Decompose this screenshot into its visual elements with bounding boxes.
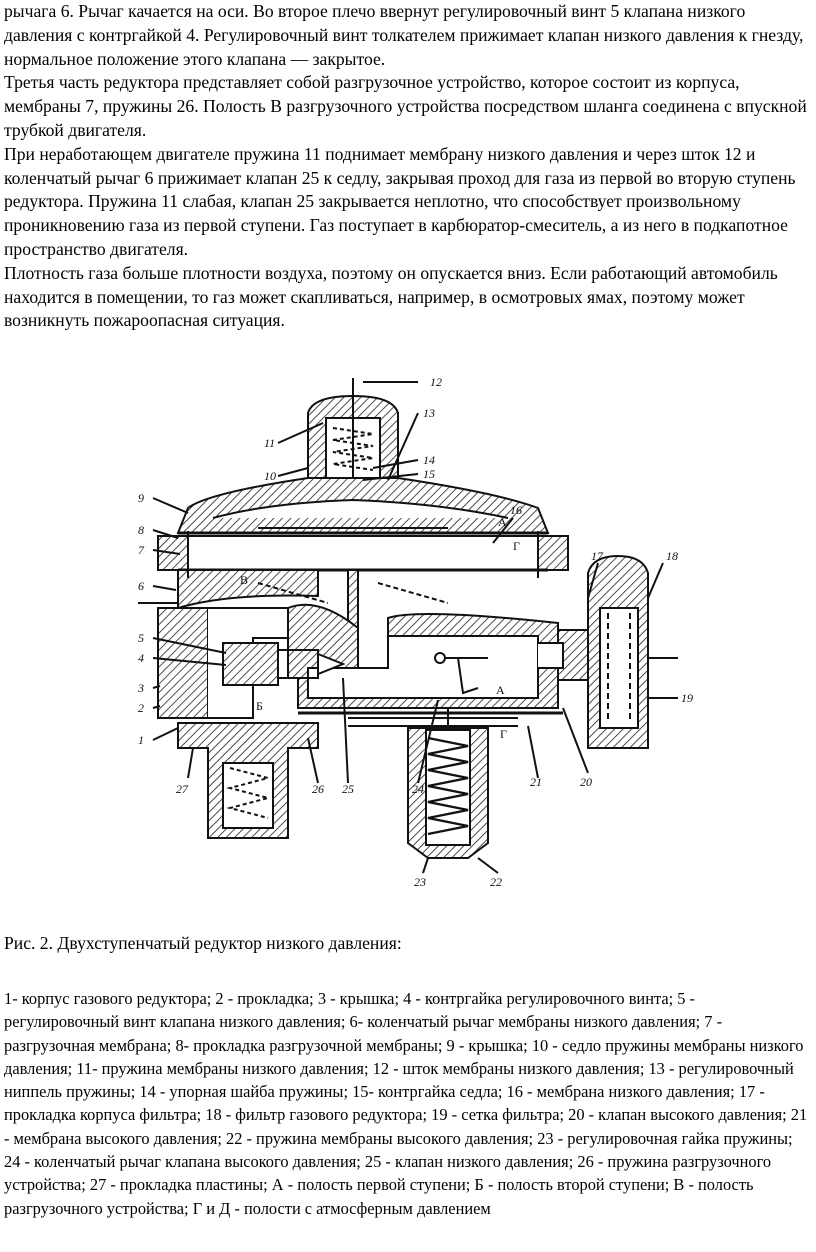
paragraph-4: Плотность газа больше плотности воздуха,… bbox=[4, 262, 778, 331]
label-21: 21 bbox=[530, 775, 542, 789]
label-26: 26 bbox=[312, 782, 324, 796]
label-B: Б bbox=[256, 699, 263, 713]
label-22: 22 bbox=[490, 875, 502, 889]
label-6: 6 bbox=[138, 579, 144, 593]
label-1: 1 bbox=[138, 733, 144, 747]
figure-legend: 1- корпус газового редуктора; 2 - прокла… bbox=[4, 989, 808, 1218]
label-8: 8 bbox=[138, 523, 144, 537]
label-G-top: Г bbox=[513, 539, 520, 553]
label-9: 9 bbox=[138, 491, 144, 505]
label-A-top: А bbox=[498, 515, 507, 529]
label-4: 4 bbox=[138, 651, 144, 665]
paragraph-2: Третья часть редуктора представляет собо… bbox=[4, 72, 807, 140]
label-7: 7 bbox=[138, 543, 145, 557]
label-V: В bbox=[240, 573, 248, 587]
body-text: рычага 6. Рычаг качается на оси. Во втор… bbox=[4, 0, 812, 333]
label-19: 19 bbox=[681, 691, 693, 705]
label-10: 10 bbox=[264, 469, 276, 483]
paragraph-1: рычага 6. Рычаг качается на оси. Во втор… bbox=[4, 1, 804, 69]
label-2: 2 bbox=[138, 701, 144, 715]
label-A-low: А bbox=[496, 683, 505, 697]
label-3: 3 bbox=[137, 681, 144, 695]
reducer-drawing: 12 13 11 14 10 15 16 9 8 7 6 5 4 3 2 1 1… bbox=[137, 375, 693, 889]
label-13: 13 bbox=[423, 406, 435, 420]
label-24: 24 bbox=[412, 782, 424, 796]
label-G-low: Г bbox=[500, 727, 507, 741]
label-16: 16 bbox=[510, 503, 522, 517]
label-18: 18 bbox=[666, 549, 678, 563]
label-27: 27 bbox=[176, 782, 189, 796]
label-12: 12 bbox=[430, 375, 442, 389]
figure-caption: Рис. 2. Двухступенчатый редуктор низкого… bbox=[4, 933, 402, 953]
label-14: 14 bbox=[423, 453, 435, 467]
label-5: 5 bbox=[138, 631, 144, 645]
label-23: 23 bbox=[414, 875, 426, 889]
label-25: 25 bbox=[342, 782, 354, 796]
label-20: 20 bbox=[580, 775, 592, 789]
label-17: 17 bbox=[591, 549, 604, 563]
label-11: 11 bbox=[264, 436, 275, 450]
paragraph-3: При неработающем двигателе пружина 11 по… bbox=[4, 143, 796, 259]
label-15: 15 bbox=[423, 467, 435, 481]
